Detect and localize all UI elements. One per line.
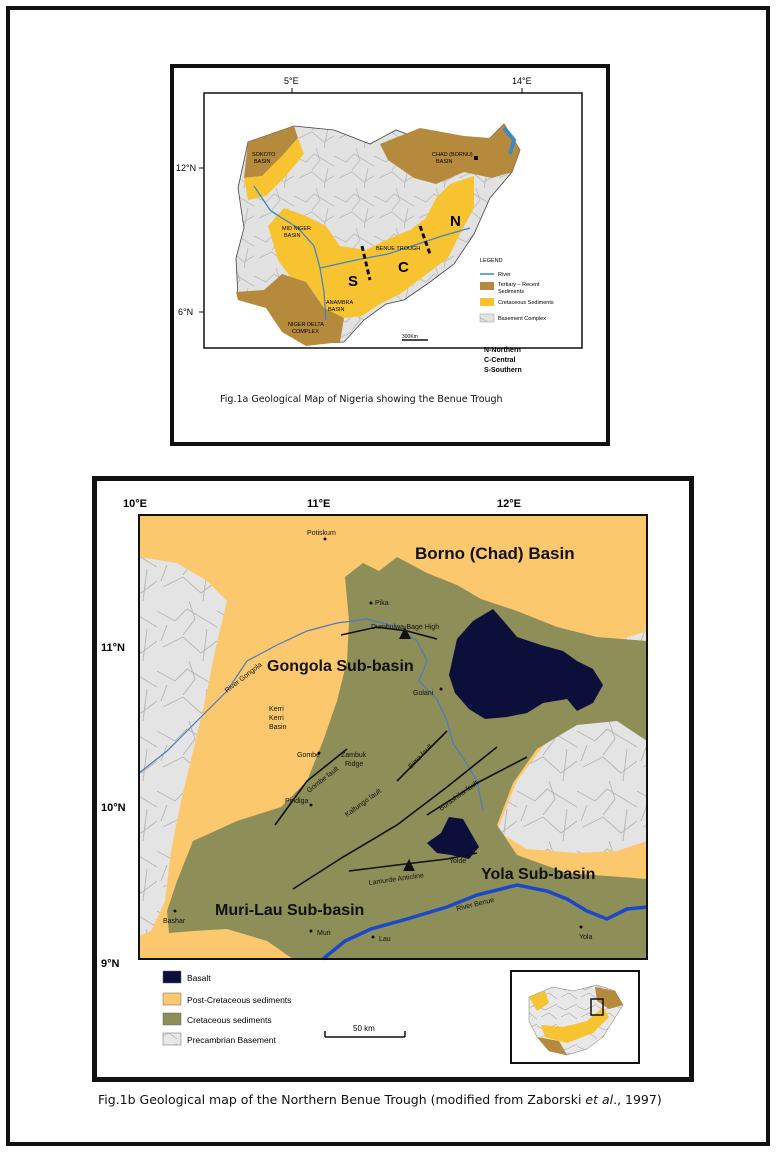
fig1a-cretaceous-benue bbox=[268, 176, 474, 318]
fig1b-region-yola: Yola Sub-basin bbox=[481, 866, 595, 883]
fig1b-river-benue bbox=[321, 883, 648, 961]
fig1a-label-benue: BENUE TROUGH bbox=[376, 246, 420, 252]
fig1b-scale-label: 50 km bbox=[353, 1024, 375, 1033]
fig1a-legend-tertiary-2: Sediments bbox=[498, 289, 524, 295]
fig1a-legend-title: LEGEND bbox=[480, 258, 503, 264]
fig1b-place-yola: Yola bbox=[579, 934, 592, 941]
fig1a-section-n: N bbox=[450, 213, 461, 230]
fig1b-inset-map bbox=[510, 970, 640, 1064]
fig1a-label-chad: CHAD (BORNU) bbox=[432, 152, 473, 158]
fig1b-lat-11n: 11°N bbox=[101, 642, 125, 654]
fig1a-river-niger bbox=[253, 185, 327, 321]
fig1b-place-kerri-1: Kerri bbox=[269, 706, 284, 713]
fig1b-place-gombe: Gombe bbox=[297, 752, 320, 759]
fig1a-lon-14e: 14°E bbox=[512, 76, 532, 86]
fig1b-place-lau: Lau bbox=[379, 936, 391, 943]
fig1b-place-pindiga: Pindiga bbox=[285, 798, 308, 805]
fig1a-legend: LEGEND River Tertiary – Recent Sediments… bbox=[479, 258, 554, 323]
fig1a-label-midniger: MID NIGER bbox=[282, 226, 311, 232]
fig1a-key-c: C-Central bbox=[484, 357, 516, 364]
fig1b-place-pika: Pika bbox=[375, 600, 389, 607]
fig1b-lon-11e: 11°E bbox=[307, 498, 330, 510]
fig1b-bima-fault bbox=[396, 730, 448, 782]
fig1b-place-muri: Muri bbox=[317, 930, 331, 937]
fig1b-lon-12e: 12°E bbox=[497, 498, 521, 510]
fig1b-place-kerri-2: Kerri bbox=[269, 715, 284, 722]
fig1a-key-s: S-Southern bbox=[484, 367, 522, 374]
fig1b-map-frame: 10°E 11°E 12°E 11°N 10°N 9°N Borno (Chad… bbox=[92, 476, 694, 1082]
fig1b-lat-9n: 9°N bbox=[101, 958, 120, 970]
fig1a-map-frame: 5°E 14°E 12°N 6°N SOKOTO BASIN CHAD (BOR… bbox=[170, 64, 610, 446]
fig1b-legend-basement: Precambrian Basement bbox=[187, 1035, 276, 1045]
fig1b-caption-suffix: ., 1997) bbox=[613, 1092, 662, 1107]
fig1a-label-sokoto-basin: BASIN bbox=[254, 159, 271, 165]
fig1b-place-ridge: Ridge bbox=[345, 761, 363, 768]
fig1b-caption: Fig.1b Geological map of the Northern Be… bbox=[98, 1092, 662, 1107]
fig1b-kaltungo-fault bbox=[292, 746, 498, 890]
fig1b-river-gongola bbox=[138, 618, 484, 812]
fig1b-place-potiskum: Potiskum bbox=[307, 530, 336, 537]
fig1b-place-basin: Basin bbox=[269, 724, 287, 731]
fig1a-label-nigerdelta: NIGER DELTA bbox=[288, 322, 324, 328]
fig1a-lon-5e: 5°E bbox=[284, 76, 299, 86]
fig1b-legend-post-cretaceous: Post-Cretaceous sediments bbox=[187, 995, 291, 1005]
fig1b-basalt-gulani bbox=[449, 609, 603, 719]
fig1a-sokoto-cretaceous bbox=[244, 138, 304, 200]
fig1b-map-border bbox=[138, 514, 648, 960]
fig1b-region-borno: Borno (Chad) Basin bbox=[415, 544, 575, 563]
fig1a-label-sokoto: SOKOTO bbox=[252, 152, 276, 158]
fig1b-basement-west bbox=[139, 557, 227, 936]
fig1b-place-bashar: Bashar bbox=[163, 918, 186, 925]
fig1b-scale-bar: 50 km bbox=[324, 1024, 406, 1038]
fig1b-lamurde-anticline-line bbox=[348, 852, 478, 872]
fig1a-map: 5°E 14°E 12°N 6°N SOKOTO BASIN CHAD (BOR… bbox=[176, 76, 583, 374]
fig1b-burashika-fault bbox=[426, 756, 528, 816]
fig1b-basalt-yolde bbox=[427, 817, 479, 859]
fig1a-section-c: C bbox=[398, 259, 409, 276]
fig1a-caption: Fig.1a Geological Map of Nigeria showing… bbox=[220, 394, 503, 405]
fig1a-lake-chad bbox=[502, 126, 517, 155]
fig1b-legend-cretaceous: Cretaceous sediments bbox=[187, 1015, 272, 1025]
fig1a-delta-tertiary bbox=[236, 274, 344, 346]
fig1b-anticline-marker-north bbox=[399, 627, 411, 639]
fig1b-place-zambuk: Zambuk bbox=[341, 752, 367, 759]
fig1a-legend-basement: Basement Complex bbox=[498, 316, 546, 322]
fig1a-river-benue bbox=[319, 227, 471, 269]
fig1a-label-nigerdelta-complex: COMPLEX bbox=[292, 329, 319, 335]
fig1b-legend: Basalt Post-Cretaceous sediments Cretace… bbox=[162, 970, 291, 1046]
fig1a-key-n: N-Northern bbox=[484, 347, 521, 354]
fig1a-legend-river: River bbox=[498, 272, 511, 278]
fig1a-lat-6n: 6°N bbox=[178, 307, 193, 317]
fig1b-region-gongola: Gongola Sub-basin bbox=[267, 658, 414, 675]
fig1b-place-yolde: Yolde bbox=[449, 858, 466, 865]
fig1a-section-s: S bbox=[348, 273, 358, 290]
fig1b-region-murilau: Muri-Lau Sub-basin bbox=[215, 902, 364, 919]
fig1b-map: 10°E 11°E 12°E 11°N 10°N 9°N Borno (Chad… bbox=[101, 498, 648, 1064]
fig1b-lon-10e: 10°E bbox=[123, 498, 147, 510]
fig1a-label-midniger-basin: BASIN bbox=[284, 233, 301, 239]
fig1b-place-gulani: Gulani bbox=[413, 690, 434, 697]
fig1a-legend-tertiary: Tertiary – Recent bbox=[498, 282, 540, 288]
fig1b-caption-italic: et al bbox=[585, 1092, 614, 1107]
fig1a-sokoto-tertiary bbox=[244, 126, 298, 178]
fig1b-dumbulwa-line bbox=[340, 626, 438, 640]
fig1b-legend-basalt: Basalt bbox=[187, 973, 211, 983]
fig1a-lat-12n: 12°N bbox=[176, 163, 196, 173]
fig1a-label-anambra: ANAMBRA bbox=[326, 300, 354, 306]
fig1a-label-anambra-basin: BASIN bbox=[328, 307, 345, 313]
fig1b-lat-10n: 10°N bbox=[101, 802, 126, 814]
fig1a-chad-tertiary bbox=[380, 124, 520, 184]
fig1a-legend-cretaceous: Cretaceous Sediments bbox=[498, 300, 554, 306]
fig1b-caption-prefix: Fig.1b Geological map of the Northern Be… bbox=[98, 1092, 586, 1107]
fig1b-anticline-marker-south bbox=[403, 859, 415, 871]
fig1b-place-dumbulwa: Dumbulwa-Bage High bbox=[371, 624, 439, 631]
fig1a-scale: 300Km bbox=[402, 334, 418, 340]
fig1a-label-chad-basin: BASIN bbox=[436, 159, 453, 165]
fig1b-gombe-fault bbox=[274, 748, 348, 826]
